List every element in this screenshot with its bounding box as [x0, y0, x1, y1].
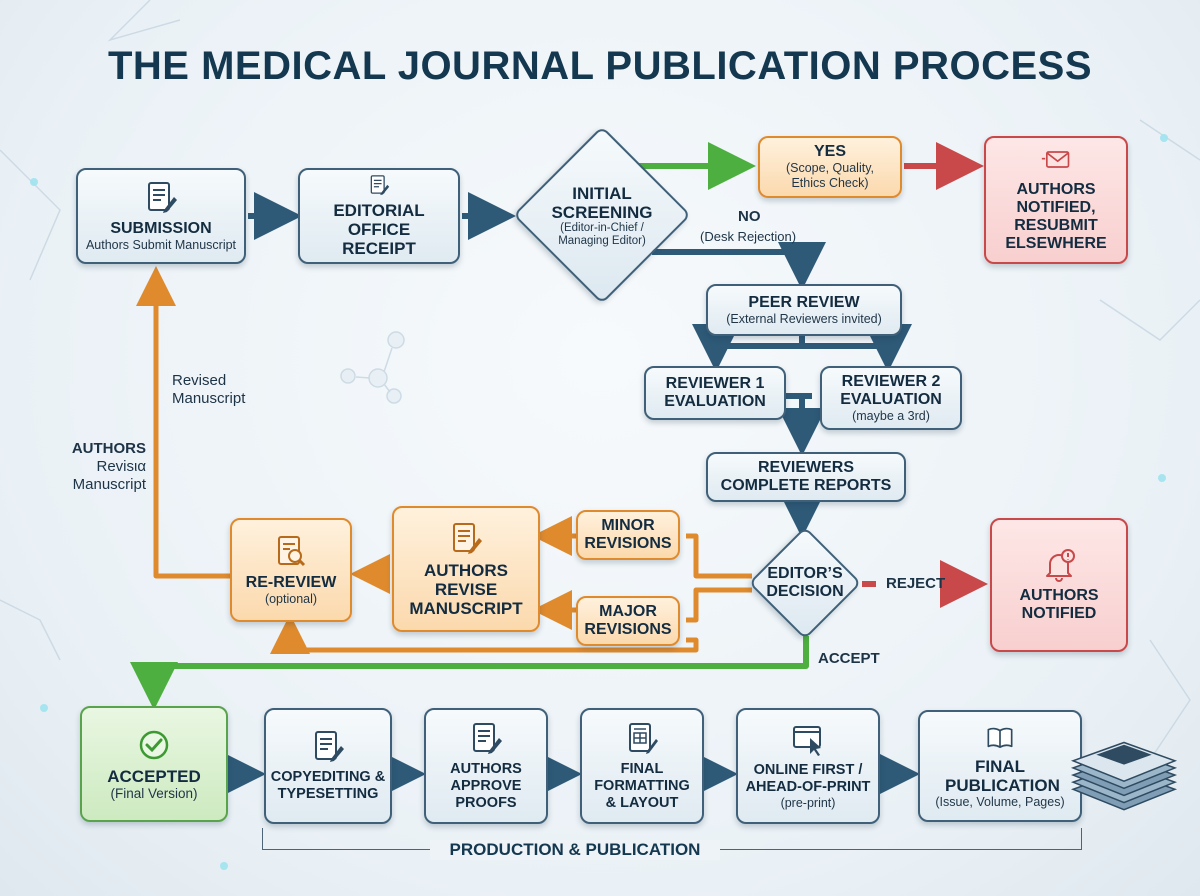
arrow-peer-to-reviewer1: [692, 324, 805, 372]
node-title: EDITOR’S DECISION: [766, 565, 844, 600]
node-title: SUBMISSION: [110, 219, 212, 237]
document-pen-icon: [148, 181, 177, 213]
node-approve-proofs: AUTHORS APPROVE PROOFS: [424, 708, 548, 824]
node-submission: SUBMISSION Authors Submit Manuscript: [76, 168, 246, 264]
node-subtitle: (Issue, Volume, Pages): [935, 794, 1065, 809]
arrow-decision-to-major: [686, 587, 752, 623]
node-title: REVIEWER 2 EVALUATION: [840, 372, 942, 408]
node-authors-notified-resubmit: AUTHORS NOTIFIED, RESUBMIT ELSEWHERE: [984, 136, 1128, 264]
node-title: MINOR REVISIONS: [584, 517, 672, 552]
node-online-first: ONLINE FIRST / AHEAD-OF-PRINT (pre-print…: [736, 708, 880, 824]
layout-pen-icon: [629, 722, 658, 754]
envelope-icon: [1041, 151, 1070, 168]
arrow-decision-to-minor: [686, 533, 752, 579]
label-desk-rejection: (Desk Rejection): [700, 229, 797, 244]
node-title: FINAL FORMATTING & LAYOUT: [594, 760, 690, 811]
node-title: EDITORIAL OFFICE RECEIPT: [333, 201, 425, 258]
label-authors-revision-line2: Revisια: [96, 458, 146, 475]
label-authors-revision: AUTHORS Revisια Manuscript: [54, 440, 146, 494]
node-title: AUTHORS NOTIFIED: [1019, 587, 1099, 622]
arrow-rereview-to-submission: [136, 266, 230, 579]
node-initial-screening: INITIAL SCREENING (Editor-in-Chief / Man…: [527, 176, 677, 256]
arrow-peer-to-reviewer2: [802, 324, 912, 372]
node-title: AUTHORS NOTIFIED, RESUBMIT ELSEWHERE: [1005, 181, 1107, 252]
node-subtitle: (maybe a 3rd): [852, 408, 930, 423]
node-reviewer-1: REVIEWER 1 EVALUATION: [644, 366, 786, 420]
node-title: PEER REVIEW: [748, 293, 860, 311]
label-production-publication: PRODUCTION & PUBLICATION: [430, 840, 720, 860]
document-pen-icon: [453, 522, 482, 554]
background-decoration: [0, 0, 1200, 761]
node-editorial-office: EDITORIAL OFFICE RECEIPT: [298, 168, 460, 264]
node-reviewer-2: REVIEWER 2 EVALUATION (maybe a 3rd): [820, 366, 962, 430]
page-title: THE MEDICAL JOURNAL PUBLICATION PROCESS: [107, 44, 1092, 88]
node-final-publication: FINAL PUBLICATION (Issue, Volume, Pages): [918, 710, 1082, 822]
arrow-reviewers-to-reports: [786, 393, 812, 444]
glow-dots: [30, 134, 1168, 870]
document-search-icon: [278, 535, 306, 566]
node-title: COPYEDITING & TYPESETTING: [270, 769, 386, 802]
node-title: RE-REVIEW: [245, 573, 337, 591]
node-major-revisions: MAJOR REVISIONS: [576, 596, 680, 646]
node-minor-revisions: MINOR REVISIONS: [576, 510, 680, 560]
node-editors-decision: EDITOR’S DECISION: [755, 558, 855, 608]
node-title: INITIAL SCREENING: [551, 184, 653, 222]
node-subtitle: (Scope, Quality, Ethics Check): [785, 161, 874, 190]
node-copyediting: COPYEDITING & TYPESETTING: [264, 708, 392, 824]
node-yes-check: YES (Scope, Quality, Ethics Check): [758, 136, 902, 198]
arrow-major-to-rereview: [270, 614, 699, 654]
node-title: AUTHORS REVISE MANUSCRIPT: [409, 560, 523, 618]
check-circle-icon: [139, 730, 169, 760]
label-authors-revision-head: AUTHORS: [71, 440, 146, 457]
node-title: REVIEWER 1 EVALUATION: [664, 375, 766, 410]
node-reviewers-reports: REVIEWERS COMPLETE REPORTS: [706, 452, 906, 502]
node-subtitle: (pre-print): [780, 795, 836, 810]
node-title: AUTHORS APPROVE PROOFS: [450, 760, 522, 811]
node-title: ACCEPTED: [107, 767, 201, 786]
node-title: YES: [813, 143, 846, 160]
label-accept: ACCEPT: [818, 650, 880, 667]
node-title: FINAL PUBLICATION: [945, 756, 1060, 795]
node-subtitle: (Editor-in-Chief / Managing Editor): [558, 222, 646, 247]
browser-cursor-icon: [793, 725, 821, 756]
node-authors-revise: AUTHORS REVISE MANUSCRIPT: [392, 506, 540, 632]
arrow-decision-accept: [130, 636, 809, 710]
document-pen-icon: [315, 731, 344, 762]
node-peer-review: PEER REVIEW (External Reviewers invited): [706, 284, 902, 336]
node-authors-notified: AUTHORS NOTIFIED: [990, 518, 1128, 652]
node-final-formatting: FINAL FORMATTING & LAYOUT: [580, 708, 704, 824]
node-title: ONLINE FIRST / AHEAD-OF-PRINT: [745, 761, 871, 795]
node-subtitle: (Final Version): [110, 786, 198, 801]
arrow-screening-no-to-peer-review: [652, 242, 826, 290]
node-title: REVIEWERS COMPLETE REPORTS: [720, 459, 892, 494]
node-subtitle: Authors Submit Manuscript: [85, 237, 237, 252]
label-no: NO: [738, 208, 761, 225]
label-revised-manuscript: Revised Manuscript: [172, 372, 246, 407]
node-re-review: RE-REVIEW (optional): [230, 518, 352, 622]
open-book-icon: [987, 727, 1013, 748]
label-authors-revision-line3: Manuscript: [72, 476, 146, 493]
document-pen-icon: [473, 722, 502, 754]
bell-alert-icon: [1046, 549, 1075, 582]
node-subtitle: (External Reviewers invited): [726, 311, 882, 326]
journal-stack-icon: [1070, 741, 1178, 811]
document-pen-icon: [370, 175, 390, 196]
label-reject: REJECT: [886, 575, 946, 592]
node-subtitle: (optional): [264, 591, 318, 606]
node-accepted: ACCEPTED (Final Version): [80, 706, 228, 822]
node-title: MAJOR REVISIONS: [584, 603, 672, 638]
